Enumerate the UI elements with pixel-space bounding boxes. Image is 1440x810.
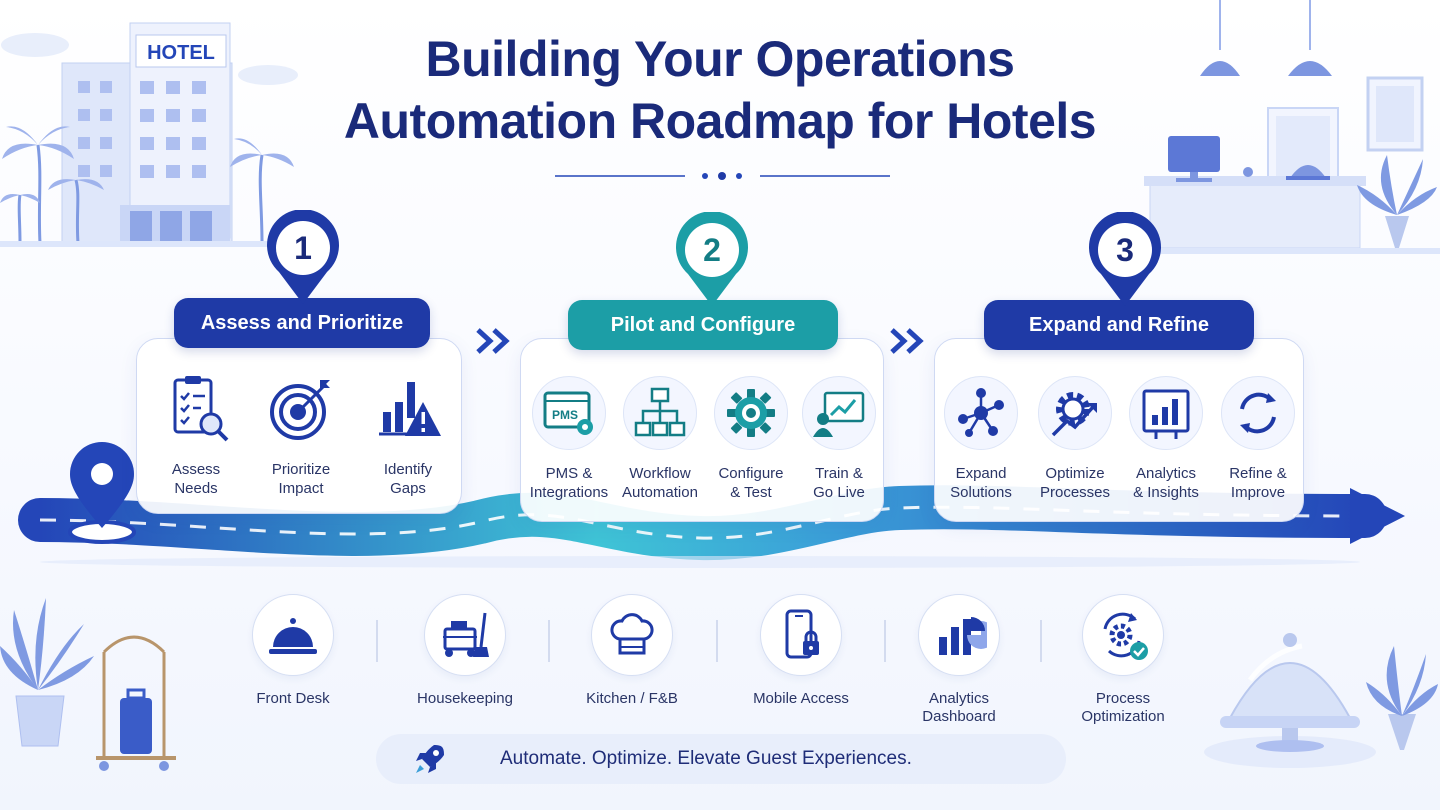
category-kitchen-fb: Kitchen / F&B bbox=[562, 594, 702, 708]
category-label-line2: Dashboard bbox=[922, 708, 996, 725]
phone-lock-icon bbox=[760, 594, 842, 676]
step-label-line1: Train & bbox=[815, 465, 863, 482]
category-separator bbox=[884, 620, 886, 662]
category-separator bbox=[716, 620, 718, 662]
step-label-line1: Assess bbox=[171, 461, 221, 478]
housekeeping-cart-icon bbox=[424, 594, 506, 676]
chart-warning-icon bbox=[371, 372, 445, 446]
analytics-chart-icon bbox=[918, 594, 1000, 676]
category-front-desk: Front Desk bbox=[223, 594, 363, 708]
analytics-board-icon bbox=[1129, 376, 1203, 450]
step-refine-improve: Refine & Improve bbox=[1210, 376, 1306, 502]
cloche-illustration bbox=[1200, 600, 1440, 810]
pms-window-icon: PMS bbox=[532, 376, 606, 450]
step-label-line1: Refine & bbox=[1229, 465, 1287, 482]
service-bell-icon bbox=[252, 594, 334, 676]
start-location-pin-icon bbox=[62, 440, 142, 550]
chef-hat-icon bbox=[591, 594, 673, 676]
step-label-line2: Integrations bbox=[529, 484, 609, 501]
step-label-line2: Solutions bbox=[950, 484, 1012, 501]
phase-1-number-pin: 1 bbox=[263, 210, 343, 306]
step-label-line1: Expand bbox=[955, 465, 1007, 482]
category-label-line1: Housekeeping bbox=[417, 690, 513, 707]
category-separator bbox=[548, 620, 550, 662]
step-label-line2: Go Live bbox=[813, 484, 865, 501]
step-train-go-live: Train & Go Live bbox=[791, 376, 887, 502]
phase-2-number: 2 bbox=[703, 232, 721, 268]
page-title: Building Your Operations Automation Road… bbox=[300, 28, 1140, 152]
chevron-right-icon bbox=[476, 328, 510, 354]
checklist-search-icon bbox=[159, 372, 233, 446]
step-label-line2: Gaps bbox=[390, 480, 426, 497]
step-label-line2: Processes bbox=[1039, 484, 1111, 501]
phase-3-title: Expand and Refine bbox=[1028, 313, 1210, 336]
tagline-text: Automate. Optimize. Elevate Guest Experi… bbox=[500, 748, 912, 769]
rocket-icon bbox=[416, 745, 444, 773]
category-label-line1: Process bbox=[1095, 690, 1151, 707]
step-label-line1: PMS & bbox=[545, 465, 593, 482]
step-label-line2: Automation bbox=[622, 484, 698, 501]
title-line-1: Building Your Operations bbox=[425, 31, 1015, 87]
phase-2-header: Pilot and Configure bbox=[568, 300, 838, 350]
phase-2-title: Pilot and Configure bbox=[610, 313, 796, 336]
category-label-line1: Analytics bbox=[928, 690, 990, 707]
hotel-sign: HOTEL bbox=[147, 42, 215, 64]
category-separator bbox=[1040, 620, 1042, 662]
step-label-line2: & Insights bbox=[1133, 484, 1199, 501]
refresh-icon bbox=[1221, 376, 1295, 450]
phase-3-number: 3 bbox=[1116, 232, 1134, 268]
hotel-building-illustration: HOTEL bbox=[0, 15, 300, 250]
category-label-line1: Front Desk bbox=[256, 690, 330, 707]
step-label-line1: Configure bbox=[718, 465, 784, 482]
step-label-line2: Impact bbox=[278, 480, 324, 497]
chevron-right-icon bbox=[890, 328, 924, 354]
category-mobile-access: Mobile Access bbox=[731, 594, 871, 708]
target-icon bbox=[264, 372, 338, 446]
step-label-line1: Optimize bbox=[1045, 465, 1105, 482]
category-label-line1: Mobile Access bbox=[753, 690, 849, 707]
luggage-cart-illustration bbox=[0, 590, 200, 810]
phase-3-number-pin: 3 bbox=[1085, 212, 1165, 308]
phase-2-number-pin: 2 bbox=[672, 212, 752, 308]
step-analytics-insights: Analytics & Insights bbox=[1118, 376, 1214, 502]
phase-1-number: 1 bbox=[294, 230, 312, 266]
tagline-banner: Automate. Optimize. Elevate Guest Experi… bbox=[376, 734, 1066, 784]
title-line-2: Automation Roadmap for Hotels bbox=[343, 93, 1097, 149]
phase-3-header: Expand and Refine bbox=[984, 300, 1254, 350]
category-housekeeping: Housekeeping bbox=[395, 594, 535, 708]
step-label-line1: Analytics bbox=[1135, 465, 1197, 482]
presentation-icon bbox=[802, 376, 876, 450]
category-label-line2: Optimization bbox=[1081, 708, 1165, 725]
title-divider bbox=[555, 172, 890, 180]
step-pms-integrations: PMS PMS & Integrations bbox=[521, 376, 617, 502]
step-label-line1: Identify bbox=[383, 461, 433, 478]
step-configure-test: Configure & Test bbox=[703, 376, 799, 502]
pms-text: PMS bbox=[552, 408, 578, 422]
gear-icon bbox=[714, 376, 788, 450]
category-separator bbox=[376, 620, 378, 662]
step-label-line1: Prioritize bbox=[271, 461, 331, 478]
workflow-icon bbox=[623, 376, 697, 450]
phase-1-title: Assess and Prioritize bbox=[200, 311, 404, 334]
step-label-line2: & Test bbox=[730, 484, 772, 501]
step-label-line1: Workflow bbox=[629, 465, 691, 482]
gear-growth-icon bbox=[1038, 376, 1112, 450]
step-label-line2: Needs bbox=[174, 480, 218, 497]
phase-1-header: Assess and Prioritize bbox=[174, 298, 430, 348]
process-gear-check-icon bbox=[1082, 594, 1164, 676]
reception-desk-illustration bbox=[1140, 0, 1440, 260]
step-label-line2: Improve bbox=[1230, 484, 1286, 501]
network-icon bbox=[944, 376, 1018, 450]
category-label-line1: Kitchen / F&B bbox=[586, 690, 678, 707]
